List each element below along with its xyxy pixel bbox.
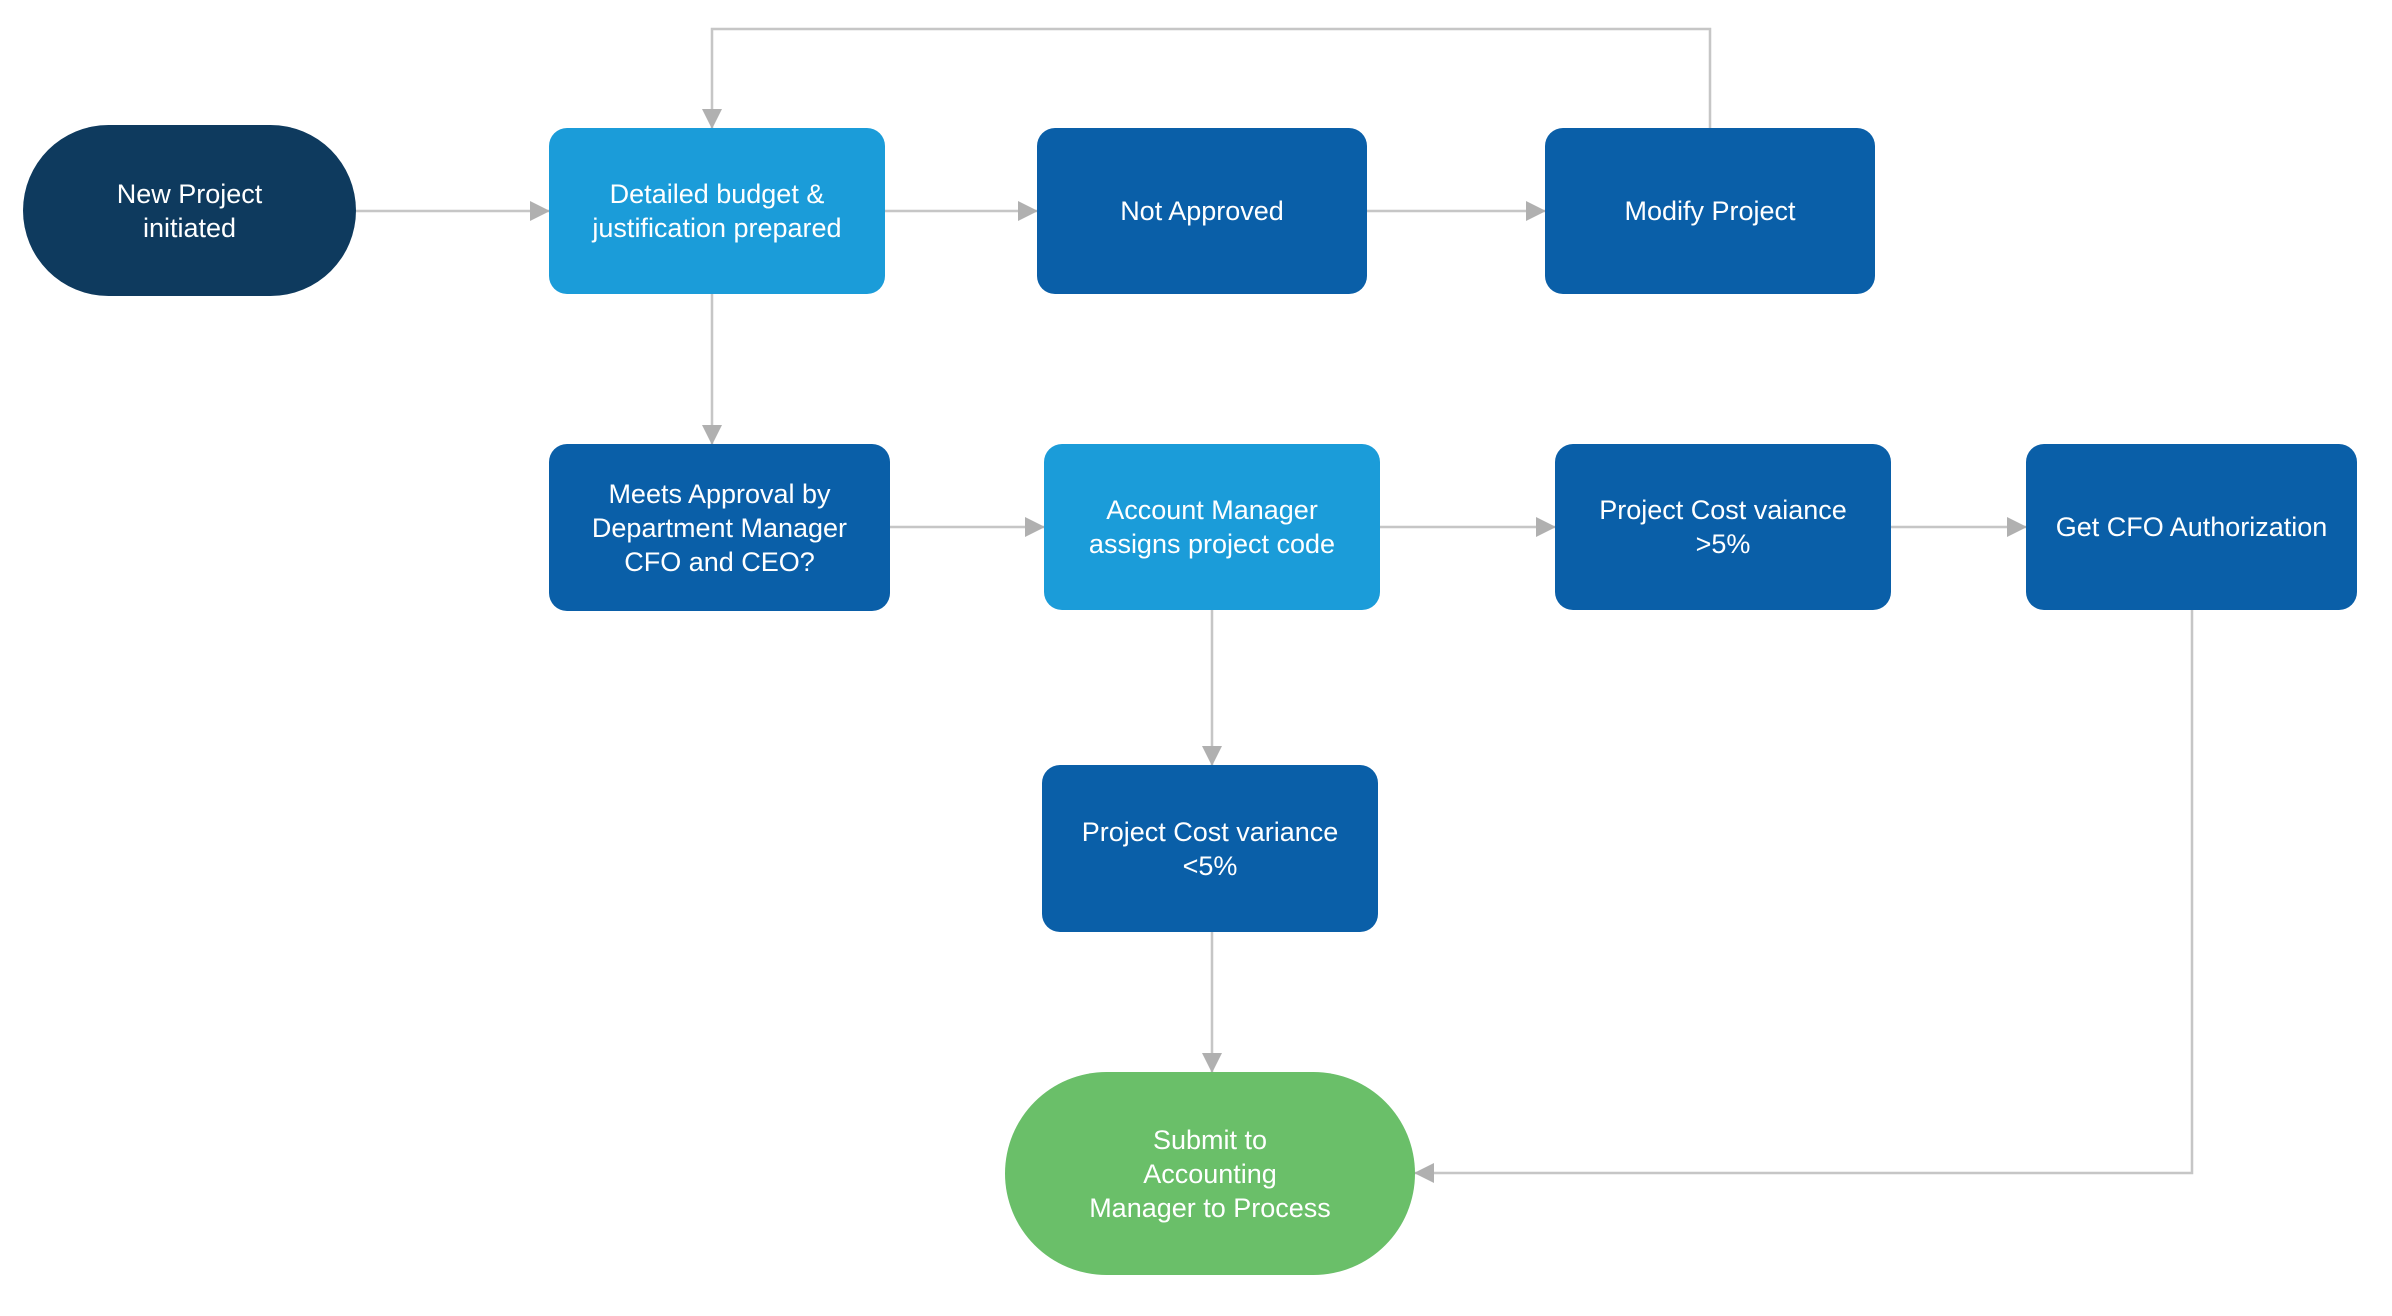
node-not-approved: Not Approved <box>1037 128 1367 294</box>
node-detailed-budget: Detailed budget & justification prepared <box>549 128 885 294</box>
node-label-line: New Project <box>116 178 263 209</box>
node-label-line: Meets Approval by <box>608 478 831 509</box>
node-label-line: Detailed budget & <box>609 179 825 209</box>
node-submit-to-accounting: Submit to Accounting Manager to Process <box>1005 1072 1415 1275</box>
node-label-line: CFO and CEO? <box>624 546 815 577</box>
node-label-line: Submit to <box>1152 1124 1268 1155</box>
node-meets-approval: Meets Approval by Department Manager CFO… <box>549 444 890 611</box>
node-account-manager-assigns-code: Account Manager assigns project code <box>1044 444 1380 610</box>
node-cost-variance-gt5: Project Cost vaiance >5% <box>1555 444 1891 610</box>
node-label-line: Account Manager <box>1106 495 1318 525</box>
node-label-line: Manager to Process <box>1089 1192 1331 1223</box>
node-label-line: <5% <box>1182 850 1238 881</box>
node-label-line: justification prepared <box>592 213 842 243</box>
node-label-line: Department Manager <box>591 512 848 543</box>
node-label-line: Modify Project <box>1624 196 1796 226</box>
node-label-line: >5% <box>1695 529 1751 559</box>
node-label-line: Project Cost vaiance <box>1599 495 1847 525</box>
node-cost-variance-lt5: Project Cost variance <5% <box>1042 765 1378 932</box>
node-label-line: initiated <box>142 212 237 243</box>
node-label-line: Get CFO Authorization <box>2055 512 2328 542</box>
edge-modify-to-budget-loop <box>702 27 1712 129</box>
node-label-line: Project Cost variance <box>1081 816 1339 847</box>
node-new-project-initiated: New Project initiated <box>23 125 356 296</box>
node-modify-project: Modify Project <box>1545 128 1875 294</box>
node-label-line: assigns project code <box>1088 529 1336 559</box>
node-get-cfo-authorization: Get CFO Authorization <box>2026 444 2357 610</box>
node-label-line: Not Approved <box>1120 196 1284 226</box>
edge-cfo-auth-to-submit <box>1414 610 2194 1183</box>
node-label-line: Accounting <box>1143 1158 1277 1189</box>
